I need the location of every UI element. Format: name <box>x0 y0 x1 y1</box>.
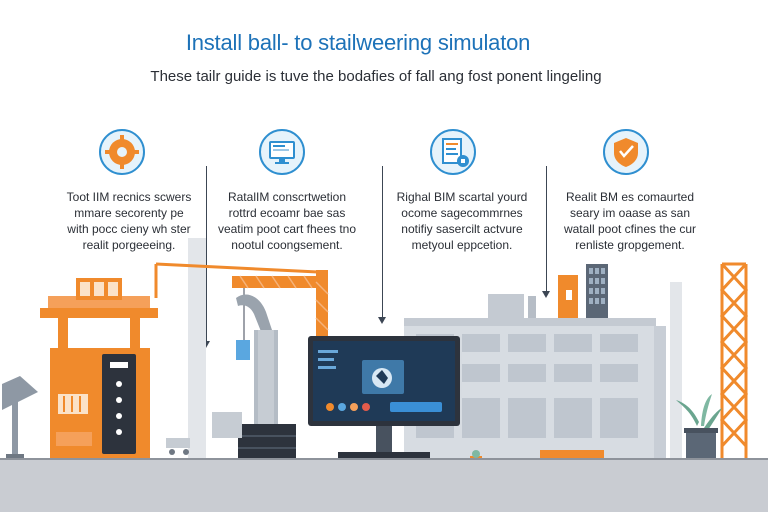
gear-icon <box>99 129 145 175</box>
pointer-arrow-3 <box>542 166 550 298</box>
pointer-arrow-2 <box>378 166 386 324</box>
page-title: Install ball- to stailweering simulaton <box>185 30 531 55</box>
ground <box>0 460 768 512</box>
shield-icon <box>603 129 649 175</box>
document-icon <box>430 129 476 175</box>
step-description-2: RatalIM conscrtwetion rottrd ecoamr bae … <box>217 190 357 252</box>
step-description-1: Toot IIM recnics scwers mmare secorenty … <box>66 190 192 252</box>
step-description-3: Righal BIM scartal yourd ocome sagecommr… <box>396 190 528 252</box>
monitor-icon <box>259 129 305 175</box>
step-description-4: Realit BM es comaurted seary im oaase as… <box>563 190 697 252</box>
page-subtitle: These tailr guide is tuve the bodafies o… <box>150 68 602 85</box>
